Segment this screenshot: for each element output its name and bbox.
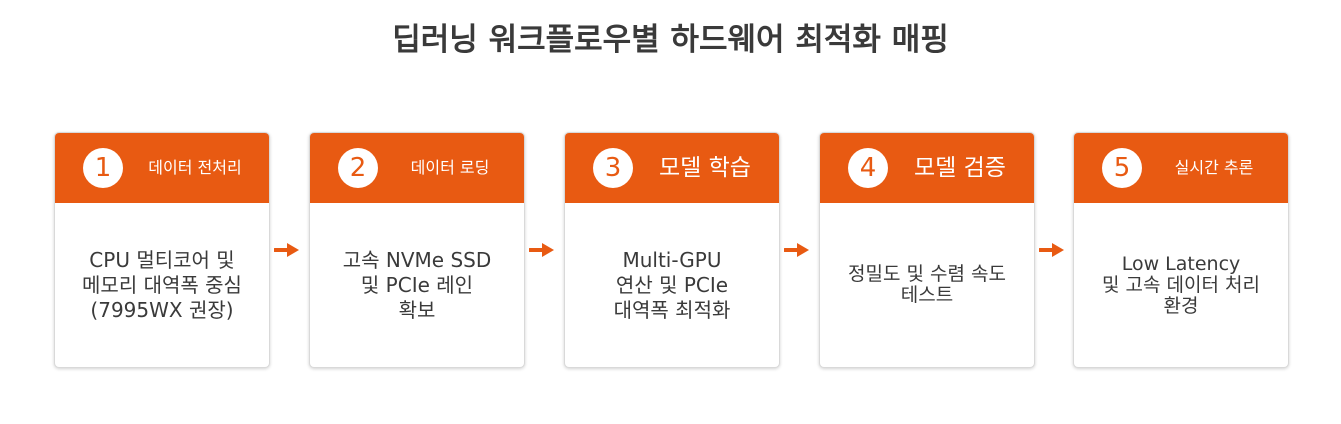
- diagram-title: 딥러닝 워크플로우별 하드웨어 최적화 매핑: [392, 22, 949, 58]
- step-title: 모델 학습: [659, 155, 751, 181]
- step-body: CPU 멀티코어 및 메모리 대역폭 중심 (7995WX 권장): [55, 203, 269, 367]
- step-number-badge: 4: [848, 148, 888, 188]
- step-header: 1 데이터 전처리: [55, 133, 269, 203]
- step-number-badge: 2: [338, 148, 378, 188]
- step-description: 고속 NVMe SSD 및 PCIe 레인 확보: [317, 248, 517, 323]
- step-title: 모델 검증: [914, 155, 1006, 181]
- description-line: 메모리 대역폭 중심: [82, 272, 242, 297]
- step-title: 데이터 로딩: [410, 158, 490, 177]
- step-card-4: 4 모델 검증 정밀도 및 수렴 속도 테스트: [819, 132, 1035, 368]
- step-title: 실시간 추론: [1174, 158, 1254, 177]
- description-line: 및 고속 데이터 처리: [1102, 273, 1260, 296]
- step-number-badge: 3: [593, 148, 633, 188]
- step-description: CPU 멀티코어 및 메모리 대역폭 중심 (7995WX 권장): [62, 248, 262, 323]
- step-header: 4 모델 검증: [820, 133, 1034, 203]
- right-arrow-icon: [784, 243, 809, 257]
- step-title: 데이터 전처리: [148, 158, 242, 177]
- step-description: Low Latency 및 고속 데이터 처리 환경: [1081, 252, 1281, 317]
- step-header: 2 데이터 로딩: [310, 133, 524, 203]
- step-body: Multi-GPU 연산 및 PCIe 대역폭 최적화: [565, 203, 779, 367]
- right-arrow-icon: [1039, 243, 1064, 257]
- step-card-5: 5 실시간 추론 Low Latency 및 고속 데이터 처리 환경: [1073, 132, 1289, 368]
- description-line: 정밀도 및 수렴 속도: [848, 263, 1006, 285]
- description-line: 환경: [1163, 294, 1199, 317]
- right-arrow-icon: [529, 243, 554, 257]
- description-line: 확보: [398, 297, 436, 322]
- description-line: CPU 멀티코어 및: [89, 247, 235, 272]
- step-description: 정밀도 및 수렴 속도 테스트: [827, 264, 1027, 306]
- step-number-badge: 1: [83, 148, 123, 188]
- step-header: 3 모델 학습: [565, 133, 779, 203]
- step-body: 고속 NVMe SSD 및 PCIe 레인 확보: [310, 203, 524, 367]
- description-line: 연산 및 PCIe: [615, 272, 729, 297]
- right-arrow-icon: [274, 243, 299, 257]
- step-card-3: 3 모델 학습 Multi-GPU 연산 및 PCIe 대역폭 최적화: [564, 132, 780, 368]
- step-body: Low Latency 및 고속 데이터 처리 환경: [1074, 203, 1288, 367]
- description-line: 및 PCIe 레인: [360, 272, 474, 297]
- description-line: (7995WX 권장): [90, 297, 234, 322]
- step-body: 정밀도 및 수렴 속도 테스트: [820, 203, 1034, 367]
- step-description: Multi-GPU 연산 및 PCIe 대역폭 최적화: [572, 248, 772, 323]
- step-header: 5 실시간 추론: [1074, 133, 1288, 203]
- description-line: Multi-GPU: [622, 247, 722, 272]
- description-line: 테스트: [900, 284, 954, 306]
- description-line: 고속 NVMe SSD: [342, 247, 492, 272]
- step-number-badge: 5: [1102, 148, 1142, 188]
- description-line: 대역폭 최적화: [613, 297, 731, 322]
- step-card-2: 2 데이터 로딩 고속 NVMe SSD 및 PCIe 레인 확보: [309, 132, 525, 368]
- step-card-1: 1 데이터 전처리 CPU 멀티코어 및 메모리 대역폭 중심 (7995WX …: [54, 132, 270, 368]
- description-line: Low Latency: [1121, 252, 1241, 275]
